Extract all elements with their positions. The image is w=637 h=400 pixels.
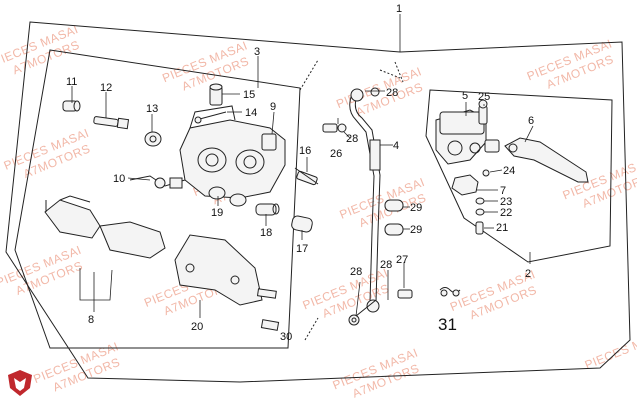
- callout-28: 28: [386, 87, 398, 99]
- callout-6: 6: [528, 115, 534, 127]
- callout-26: 26: [330, 148, 342, 160]
- hose-clip-part: [439, 287, 461, 297]
- rod-bolt-part: [322, 123, 347, 133]
- pad-spring-part: [129, 175, 186, 189]
- caliper-bracket-part: [174, 234, 280, 331]
- callout-12: 12: [100, 82, 112, 94]
- callout-17: 17: [296, 243, 308, 255]
- boot-part: [291, 215, 313, 233]
- callout-2: 2: [525, 268, 531, 280]
- banjo-fitting-part: [209, 83, 223, 106]
- callout-4: 4: [393, 140, 399, 152]
- callout-30: 30: [280, 331, 292, 343]
- seal-part: [255, 203, 280, 216]
- pin-part: [194, 111, 227, 124]
- callout-27: 27: [396, 254, 408, 266]
- master-cylinder-group-outline: [425, 89, 613, 263]
- callout-29: 29: [410, 224, 422, 236]
- callout-25: 25: [478, 91, 490, 103]
- collar-part: [384, 199, 404, 236]
- callout-22: 22: [500, 207, 512, 219]
- caliper-body-part: [179, 105, 286, 199]
- callout-19: 19: [211, 207, 223, 219]
- reservoir-screw-part: [478, 99, 488, 125]
- callout-18: 18: [260, 227, 272, 239]
- o-ring-part: [475, 197, 485, 205]
- callout-29: 29: [410, 202, 422, 214]
- brake-switch-part: [451, 174, 479, 196]
- callout-9: 9: [270, 101, 276, 113]
- brake-pad-part: [44, 195, 166, 259]
- nut-part: [144, 131, 162, 147]
- assembly-outline: [5, 21, 631, 383]
- callout-13: 13: [146, 103, 158, 115]
- o-ring-part: [475, 208, 485, 216]
- callout-24: 24: [503, 165, 515, 177]
- callout-16: 16: [299, 145, 311, 157]
- bleeder-screw-part: [93, 116, 130, 130]
- callout-14: 14: [245, 107, 257, 119]
- callout-20: 20: [191, 321, 203, 333]
- callout-31: 31: [438, 315, 457, 334]
- callout-23: 23: [500, 196, 512, 208]
- callout-10: 10: [113, 173, 125, 185]
- pivot-bolt-part: [475, 221, 484, 235]
- caliper-bolt-part: [294, 167, 319, 186]
- leader-lines: [71, 14, 534, 318]
- callout-21: 21: [496, 222, 508, 234]
- callout-3: 3: [254, 46, 260, 58]
- master-cylinder-part: [435, 109, 500, 165]
- callout-15: 15: [243, 89, 255, 101]
- watermark-text: PIECES MASAI: [583, 325, 637, 372]
- masai-shield-logo: [8, 370, 32, 396]
- sleeve-part: [62, 100, 81, 112]
- callout-28: 28: [350, 266, 362, 278]
- brake-lever-part: [504, 137, 589, 183]
- lower-rod-part: [348, 231, 413, 326]
- callout-28: 28: [380, 259, 392, 271]
- brake-rod-part: [349, 87, 381, 233]
- break-line: [299, 59, 404, 341]
- callout-5: 5: [462, 90, 468, 102]
- piston-part: [208, 186, 247, 207]
- callout-11: 11: [66, 76, 77, 88]
- callout-8: 8: [88, 314, 94, 326]
- washer-part: [482, 169, 490, 177]
- callout-28: 28: [346, 133, 358, 145]
- callout-1: 1: [396, 3, 402, 15]
- callout-7: 7: [500, 185, 506, 197]
- callout-labels: 1 3 11 12 13 15 14 9 16 10 19 18 17 8 20…: [66, 3, 534, 343]
